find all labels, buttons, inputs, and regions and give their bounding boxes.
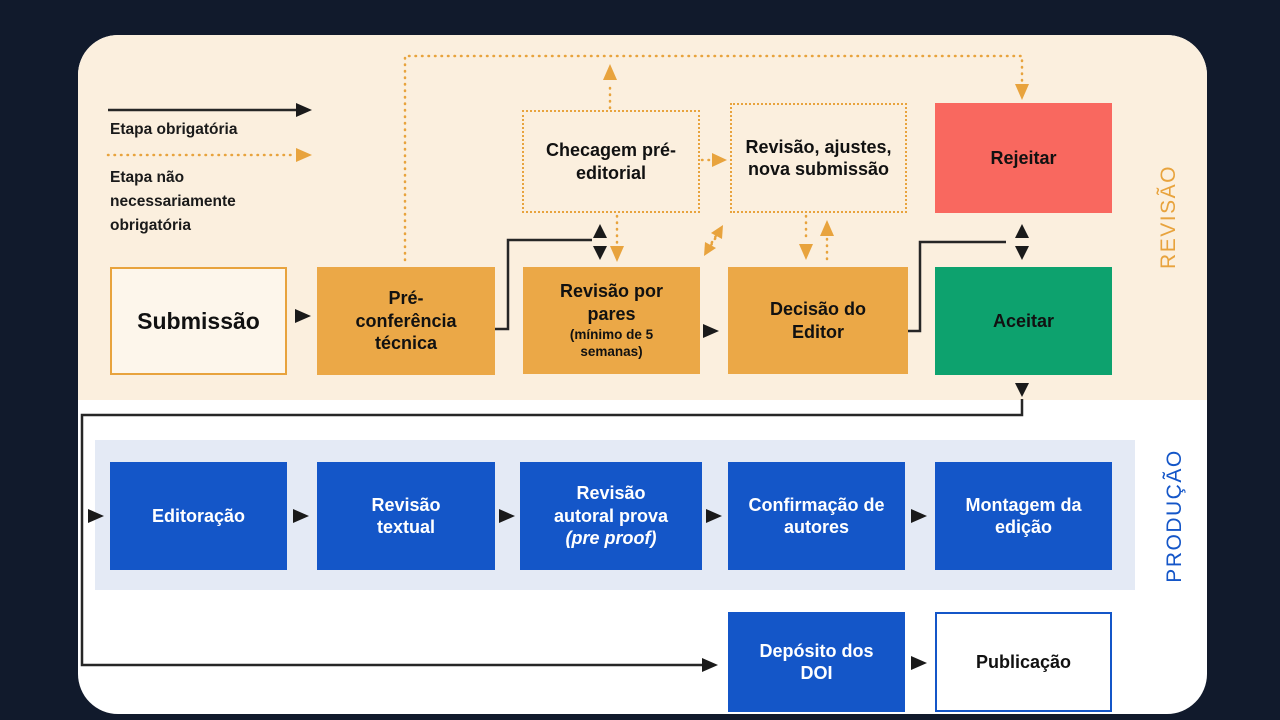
issue-assembly-label: Montagem da edição <box>965 494 1082 538</box>
accept-box: Aceitar <box>935 267 1112 375</box>
peer-review-note: (mínimo de 5 semanas) <box>569 327 654 359</box>
text-review-label: Revisão textual <box>371 494 441 538</box>
pre-conference-label: Pré-conferência técnica <box>355 288 457 354</box>
submission-box: Submissão <box>110 267 287 375</box>
pre-editorial-check-label: Checagem pré-editorial <box>545 140 677 183</box>
editor-decision-box: Decisão do Editor <box>728 267 908 374</box>
text-review-box: Revisão textual <box>317 462 495 570</box>
editor-decision-label: Decisão do Editor <box>769 299 867 342</box>
reject-label: Rejeitar <box>990 147 1057 168</box>
peer-review-box: Revisão por pares (mínimo de 5 semanas) <box>523 267 700 374</box>
author-proof-sublabel: (pre proof) <box>565 528 657 549</box>
typesetting-label: Editoração <box>151 505 246 526</box>
production-section-label: PRODUÇÃO <box>1163 449 1186 583</box>
typesetting-box: Editoração <box>110 462 287 570</box>
reject-box: Rejeitar <box>935 103 1112 213</box>
revision-resubmission-label: Revisão, ajustes, nova submissão <box>745 136 892 180</box>
submission-label: Submissão <box>137 307 260 334</box>
pre-editorial-check-box: Checagem pré-editorial <box>522 110 700 213</box>
revision-resubmission-box: Revisão, ajustes, nova submissão <box>730 103 907 213</box>
author-confirmation-box: Confirmação de autores <box>728 462 905 570</box>
issue-assembly-box: Montagem da edição <box>935 462 1112 570</box>
accept-label: Aceitar <box>992 310 1055 331</box>
legend-mandatory-label: Etapa obrigatória <box>110 121 238 138</box>
doi-deposit-label: Depósito dos DOI <box>759 640 874 684</box>
review-section-label: REVISÃO <box>1157 165 1180 269</box>
pre-conference-box: Pré-conferência técnica <box>317 267 495 375</box>
peer-review-label: Revisão por pares <box>559 281 664 324</box>
publication-label: Publicação <box>975 651 1072 672</box>
author-proof-label: Revisão autoral prova <box>553 483 669 526</box>
legend-optional-label: Etapa não necessariamente obrigatória <box>110 169 236 235</box>
author-proof-box: Revisão autoral prova (pre proof) <box>520 462 702 570</box>
doi-deposit-box: Depósito dos DOI <box>728 612 905 712</box>
publication-box: Publicação <box>935 612 1112 712</box>
author-confirmation-label: Confirmação de autores <box>748 494 885 538</box>
